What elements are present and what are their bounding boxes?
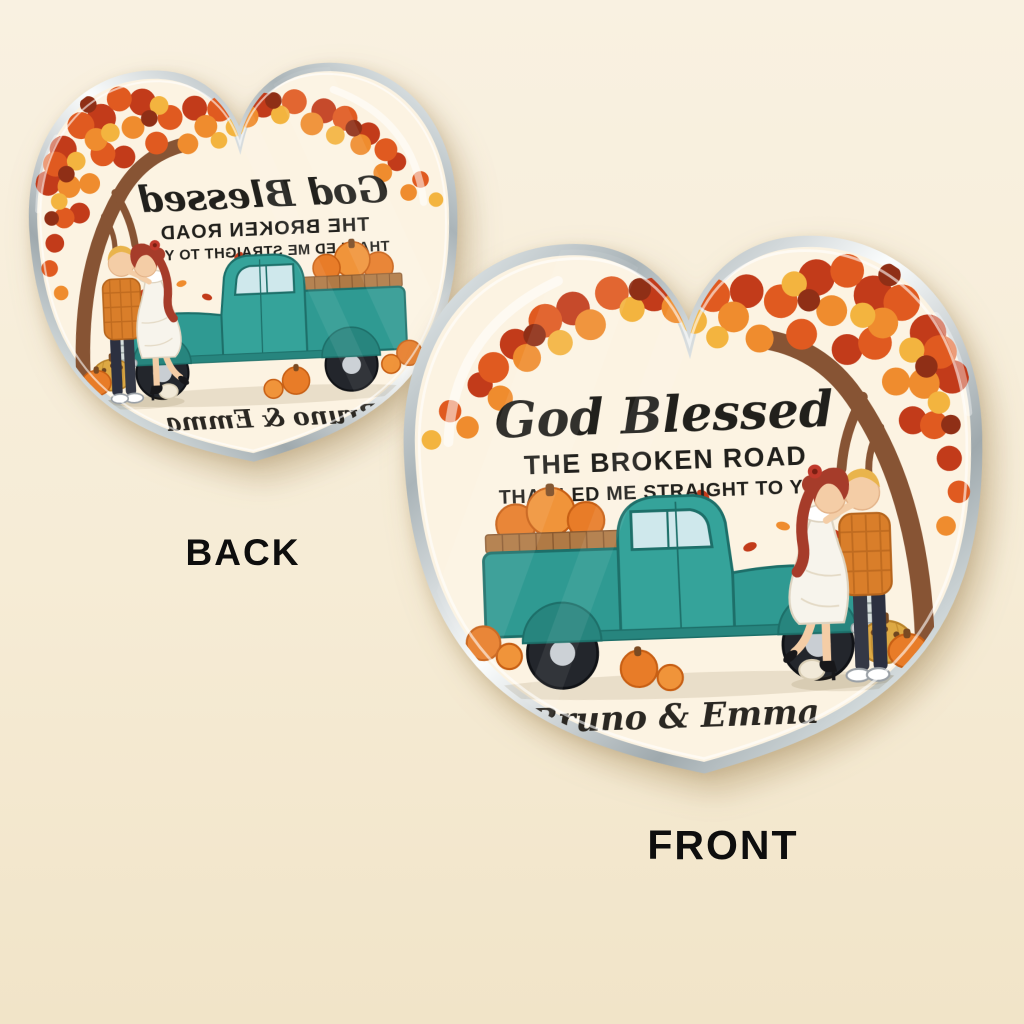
front-label: FRONT [647,822,799,868]
front-plaque-graphic [376,209,1013,792]
back-label: BACK [185,532,301,573]
front-plaque [376,209,1013,792]
